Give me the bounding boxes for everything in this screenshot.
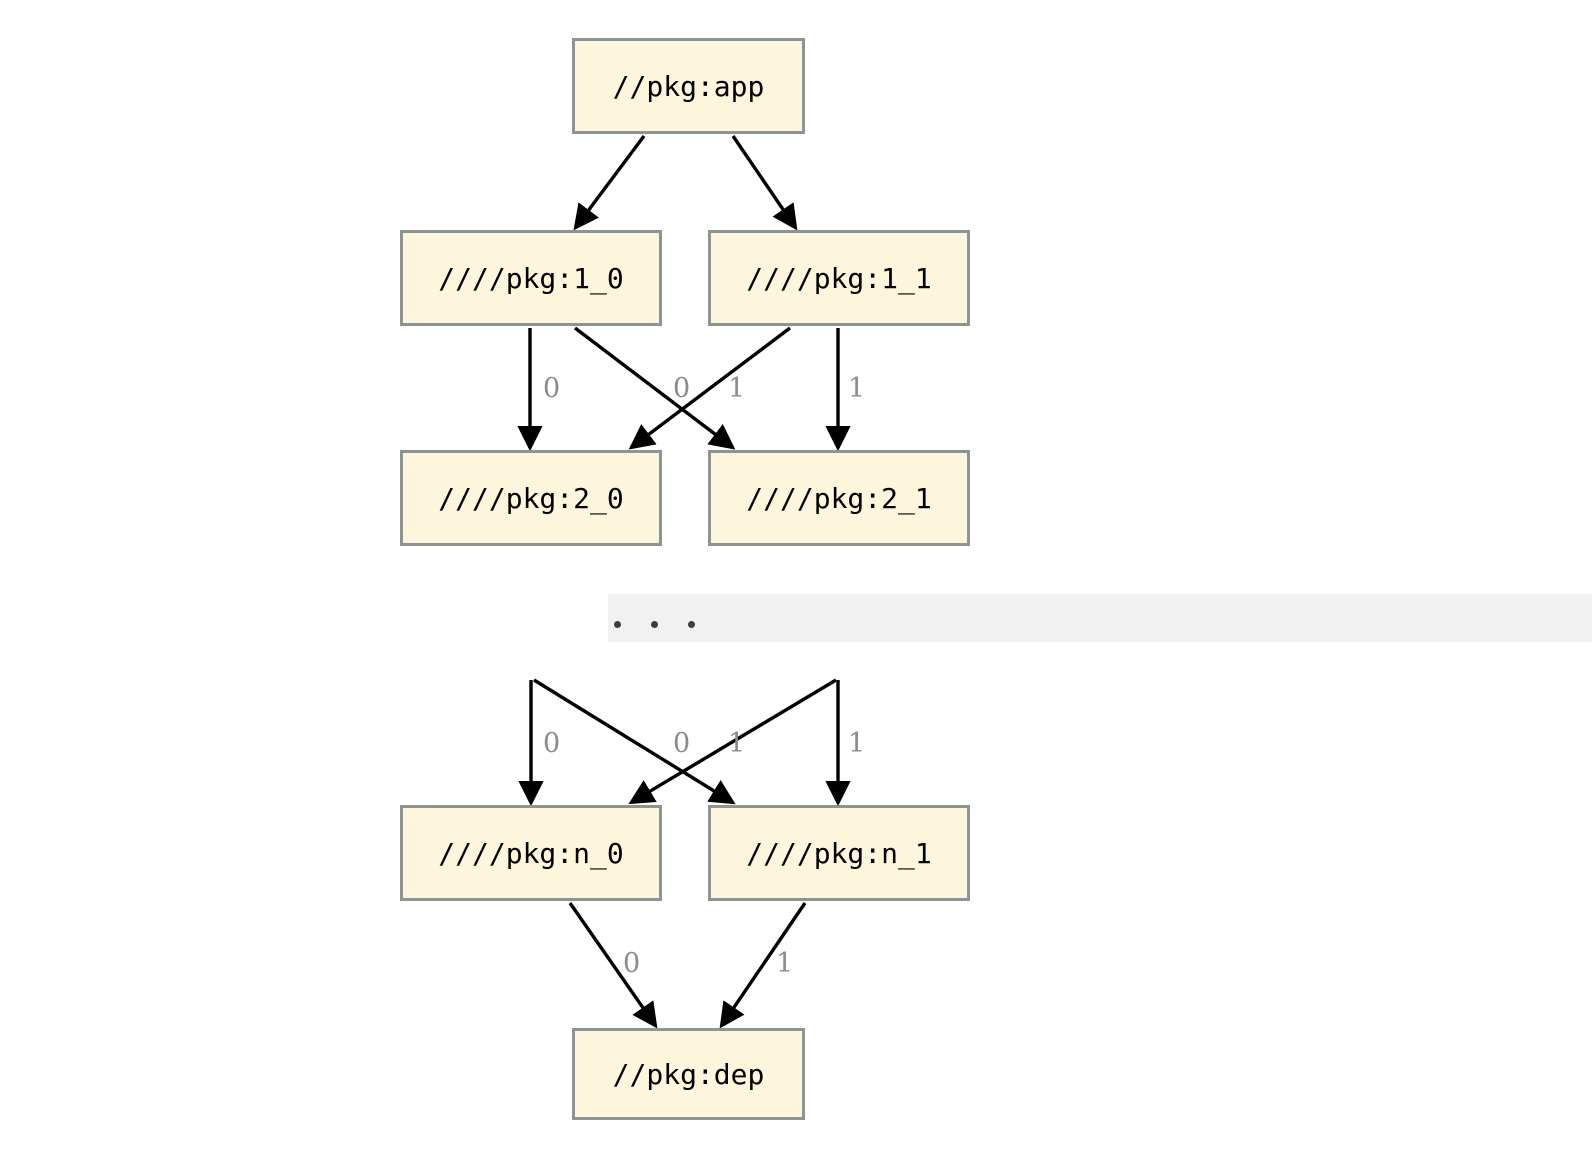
node-label: ////pkg:n_0: [438, 836, 624, 870]
node-nn_0[interactable]: ////pkg:n_0: [400, 805, 662, 901]
edge-nn_1-to-dep: [719, 902, 807, 1029]
edge-label: 0: [673, 373, 691, 404]
node-n1_1[interactable]: ////pkg:1_1: [708, 230, 970, 326]
node-app[interactable]: //pkg:app: [572, 38, 805, 134]
node-dep[interactable]: //pkg:dep: [572, 1028, 805, 1120]
edge-label: 0: [543, 728, 561, 759]
ellipsis-dots: [614, 621, 695, 628]
edge-label: 1: [848, 373, 866, 404]
edge-app-to-n1_0: [573, 134, 646, 231]
edge-dangling-to-nn_0: [628, 678, 837, 805]
node-label: ////pkg:1_1: [746, 261, 932, 295]
edge-label: 0: [623, 948, 641, 979]
edge-n1_0-to-n2_1: [573, 326, 736, 450]
node-label: ////pkg:n_1: [746, 836, 932, 870]
node-label: ////pkg:1_0: [438, 261, 624, 295]
edge-label: 0: [673, 728, 691, 759]
node-n2_1[interactable]: ////pkg:2_1: [708, 450, 970, 546]
edge-app-to-n1_1: [731, 135, 798, 231]
node-label: //pkg:dep: [612, 1057, 765, 1091]
node-n1_0[interactable]: ////pkg:1_0: [400, 230, 662, 326]
edge-dangling-to-nn_1: [533, 678, 736, 805]
ellipsis-dot: [651, 621, 658, 628]
node-nn_1[interactable]: ////pkg:n_1: [708, 805, 970, 901]
node-label: ////pkg:2_0: [438, 481, 624, 515]
edge-n1_1-to-n2_0: [628, 326, 792, 450]
node-label: //pkg:app: [612, 69, 765, 103]
edge-label: 1: [728, 373, 746, 404]
ellipsis-separator: [608, 594, 1592, 642]
ellipsis-dot: [614, 621, 621, 628]
edge-label: 0: [543, 373, 561, 404]
node-n2_0[interactable]: ////pkg:2_0: [400, 450, 662, 546]
node-label: ////pkg:2_1: [746, 481, 932, 515]
edge-label: 1: [776, 948, 794, 979]
edge-label: 1: [848, 728, 866, 759]
ellipsis-dot: [688, 621, 695, 628]
edge-label: 1: [728, 728, 746, 759]
edge-nn_0-to-dep: [568, 902, 658, 1029]
